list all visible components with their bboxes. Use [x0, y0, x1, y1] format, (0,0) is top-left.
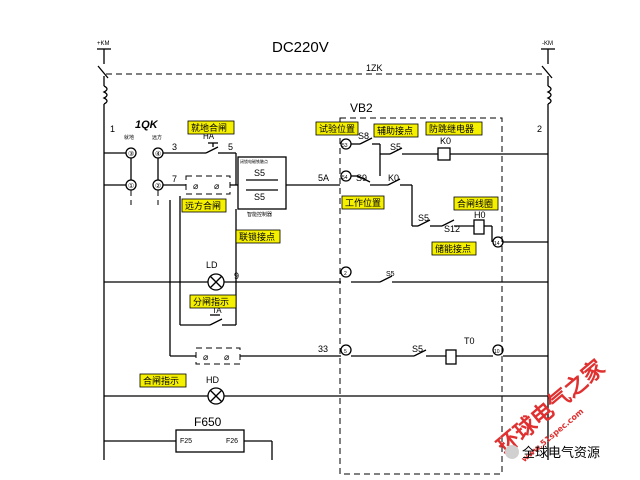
svg-text:S9: S9 [356, 173, 367, 183]
ha-button: HA [200, 132, 226, 154]
breaker-terminal-1: ① [125, 179, 137, 191]
svg-text:分闸指示: 分闸指示 [193, 296, 229, 308]
svg-text:环球电气之家: 环球电气之家 [492, 354, 611, 459]
interlock-box [237, 156, 287, 210]
breaker-terminal-2: ② [152, 179, 164, 191]
svg-text:10: 10 [494, 349, 500, 355]
svg-text:联锁接点: 联锁接点 [239, 231, 275, 243]
svg-text:LD: LD [206, 260, 218, 270]
svg-text:S5: S5 [390, 142, 401, 152]
breaker-remote-label: 远方 [152, 134, 162, 141]
svg-text:S5: S5 [254, 168, 265, 178]
node-7: 7 [172, 174, 177, 184]
svg-text:远方合闸: 远方合闸 [185, 200, 221, 212]
svg-text:S5: S5 [254, 192, 265, 202]
svg-text:防跳继电器: 防跳继电器 [429, 123, 474, 135]
svg-text:辅助接点: 辅助接点 [377, 125, 413, 137]
svg-text:S8: S8 [358, 131, 369, 141]
svg-text:②: ② [155, 182, 161, 190]
svg-text:合闸指示: 合闸指示 [143, 375, 179, 387]
vb2-terminal-53: 53 [340, 138, 352, 150]
tag-local-close: 就地合闸 [187, 120, 235, 135]
svg-text:就地合闸: 就地合闸 [191, 122, 227, 134]
svg-text:K0: K0 [388, 173, 399, 183]
svg-text:⌀: ⌀ [193, 181, 199, 191]
tag-test-position: 试验位置 [315, 121, 359, 136]
svg-text:试验位置: 试验位置 [319, 123, 355, 135]
diagram-title: DC220V [272, 39, 329, 56]
svg-text:5: 5 [344, 349, 347, 355]
vb2-label: VB2 [350, 101, 373, 115]
tag-energy-contact: 储能接点 [431, 241, 477, 256]
node-5: 5 [228, 142, 233, 152]
tag-work-position: 工作位置 [341, 195, 385, 210]
bus-positive-label: +KM [97, 41, 110, 47]
tag-anti-pump-relay: 防跳继电器 [425, 121, 483, 136]
hd-lamp: HD [206, 375, 225, 405]
svg-text:⌀: ⌀ [224, 352, 230, 362]
f650-pin-right: F26 [226, 438, 238, 445]
node-5a: 5A [318, 173, 329, 183]
svg-text:S12: S12 [444, 224, 460, 234]
vb2-box [339, 117, 503, 475]
k0-coil [437, 147, 451, 161]
svg-text:T0: T0 [464, 336, 475, 346]
f650-pin-left: F25 [180, 438, 192, 445]
node-2: 2 [537, 124, 542, 134]
interlock-top-label: 闭锁电磁铁触点 [240, 158, 268, 164]
node-3: 3 [172, 142, 177, 152]
svg-text:S5: S5 [412, 344, 423, 354]
svg-text:工作位置: 工作位置 [345, 197, 381, 209]
breaker-label: 1QK [135, 119, 159, 131]
node-1: 1 [110, 124, 115, 134]
breaker-local-label: 就地 [124, 134, 134, 141]
svg-text:H0: H0 [474, 210, 486, 220]
svg-text:K0: K0 [440, 136, 451, 146]
tag-open-indicator: 分闸指示 [189, 294, 237, 309]
svg-text:HD: HD [206, 375, 219, 385]
svg-text:S5: S5 [386, 271, 395, 278]
svg-text:储能接点: 储能接点 [435, 243, 471, 255]
svg-text:④: ④ [155, 150, 161, 158]
remote-close-contact: ⌀ ⌀ [185, 175, 231, 195]
vb2-terminal-5: 5 [340, 344, 352, 356]
tag-close-indicator: 合闸指示 [139, 373, 187, 388]
node-33: 33 [318, 344, 328, 354]
svg-text:S5: S5 [418, 213, 429, 223]
svg-text:54: 54 [342, 175, 348, 181]
breaker-terminal-3: ③ [125, 147, 137, 159]
fuse-label: 1ZK [366, 63, 383, 73]
svg-text:①: ① [128, 182, 134, 190]
svg-text:⌀: ⌀ [203, 352, 209, 362]
trip-contact: ⌀ ⌀ [195, 347, 241, 365]
vb2-terminal-54: 54 [340, 170, 352, 182]
t0-coil [445, 349, 457, 365]
vb2-terminal-2: 2 [340, 266, 352, 278]
bus-negative-label: -KM [542, 41, 553, 47]
watermark-badge: 全球电气资源 [505, 445, 600, 460]
interlock-bottom-label: 智能控制器 [247, 211, 272, 218]
tag-aux-contact: 辅助接点 [373, 123, 419, 138]
h0-coil [473, 219, 485, 235]
ld-lamp: LD [206, 260, 225, 291]
svg-text:合闸线圈: 合闸线圈 [457, 198, 493, 210]
svg-text:⌀: ⌀ [214, 181, 220, 191]
svg-text:14: 14 [494, 241, 500, 247]
breaker-terminal-4: ④ [152, 147, 164, 159]
svg-text:全球电气资源: 全球电气资源 [522, 445, 600, 460]
svg-text:HA: HA [203, 132, 215, 141]
svg-text:③: ③ [128, 150, 134, 158]
svg-text:2: 2 [344, 271, 347, 277]
f650-label: F650 [194, 415, 222, 429]
tag-remote-close: 远方合闸 [181, 198, 227, 213]
tag-close-coil: 合闸线圈 [453, 196, 499, 211]
svg-text:53: 53 [342, 143, 348, 149]
fuse-breaker-pos [97, 49, 109, 460]
vb2-terminal-10: 10 [492, 344, 504, 356]
tag-interlock-contact: 联锁接点 [235, 229, 281, 244]
ta-button: TA [212, 306, 222, 315]
